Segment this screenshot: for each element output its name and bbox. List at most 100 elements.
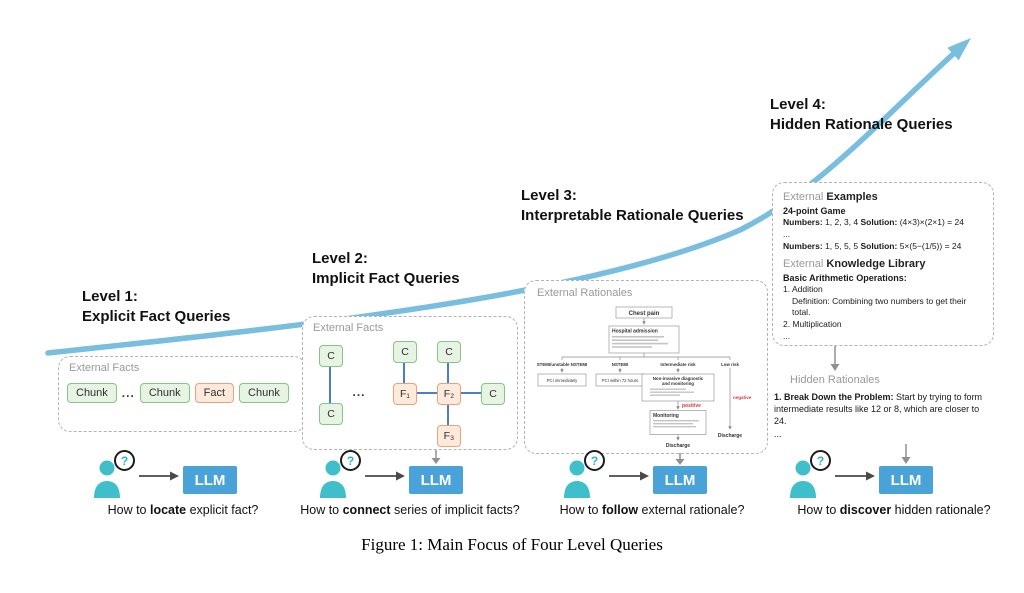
- chunk-node: C: [437, 341, 461, 363]
- flowchart-discharge: Discharge: [666, 443, 690, 449]
- arrow-down-icon: [830, 346, 840, 371]
- library-title: Basic Arithmetic Operations:: [783, 273, 907, 283]
- chunk-item: Chunk: [239, 383, 289, 403]
- fact-node: F₃: [437, 425, 461, 447]
- flowchart-branch: STEMI/unstable NSTEMI: [537, 362, 588, 367]
- level1-heading-line2: Explicit Fact Queries: [82, 308, 231, 325]
- external-facts-label: External Facts: [69, 362, 140, 374]
- fact-node: F₂: [437, 383, 461, 405]
- external-facts-box-level1: External Facts Chunk ... Chunk Fact Chun…: [58, 356, 306, 432]
- level4-heading: Level 4: Hidden Rationale Queries: [770, 95, 953, 135]
- person-icon: [320, 460, 346, 498]
- library-item: 1. Addition: [783, 284, 823, 294]
- flowchart-branch: Low risk: [721, 362, 739, 367]
- chunk-row: Chunk ... Chunk Fact Chunk: [67, 383, 289, 403]
- fact-item: Fact: [194, 383, 235, 403]
- graph-edge: [415, 392, 437, 394]
- arrow-right-icon: [609, 471, 649, 481]
- person-icon: [790, 460, 816, 498]
- fact-node: F₁: [393, 383, 417, 405]
- library-definition: Definition: Combining two numbers to get…: [792, 296, 967, 317]
- external-rationales-box: External Rationales Chest pain Hospital …: [524, 280, 768, 454]
- flowchart-noninvasive: Non-invasive diagnostic: [653, 376, 704, 381]
- examples-content: External Examples 24-point Game Numbers:…: [783, 191, 983, 342]
- level2-heading-line2: Implicit Fact Queries: [312, 270, 460, 287]
- graph-edge: [403, 361, 405, 383]
- graph-edge: [459, 392, 481, 394]
- person-icon: [94, 460, 120, 498]
- arrow-right-icon: [835, 471, 875, 481]
- user-level4: ?: [788, 450, 838, 498]
- level4-heading-line2: Hidden Rationale Queries: [770, 116, 953, 133]
- user-level2: ?: [318, 450, 368, 498]
- flowchart-branch: NSTEMI: [612, 362, 629, 367]
- level3-heading: Level 3: Interpretable Rationale Queries: [521, 186, 744, 226]
- ellipsis: ...: [121, 386, 135, 400]
- external-examples-header: External Examples: [783, 191, 878, 203]
- graph-edge: [447, 361, 449, 383]
- ellipsis: ...: [352, 385, 366, 399]
- question-mark-icon: ?: [114, 450, 135, 471]
- user-level3: ?: [562, 450, 612, 498]
- level4-heading-line1: Level 4:: [770, 96, 826, 113]
- level1-question: How to locate explicit fact?: [107, 503, 259, 517]
- library-item: 2. Multiplication: [783, 319, 842, 329]
- question-mark-icon: ?: [810, 450, 831, 471]
- fact-graph: C C ... C C F₁ F₂ C F₃: [309, 341, 511, 447]
- flowchart-admission: Hospital admission: [612, 329, 658, 335]
- flowchart-noninvasive: and monitoring: [662, 381, 694, 386]
- ellipsis: ...: [783, 331, 791, 341]
- chunk-node: C: [319, 345, 343, 367]
- level4-question: How to discover hidden rationale?: [797, 503, 991, 517]
- hidden-rationale-text: 1. Break Down the Problem: Start by tryi…: [774, 392, 983, 426]
- llm-box-level3: LLM: [653, 466, 707, 494]
- flowchart-negative-label: negative: [733, 395, 752, 400]
- flowchart-root: Chest pain: [629, 311, 660, 317]
- example-line: Numbers: 1, 2, 3, 4 Solution: (4×3)×(2×1…: [783, 217, 964, 227]
- arrow-right-icon: [365, 471, 405, 481]
- flowchart-branch: Intermediate risk: [660, 362, 696, 367]
- chunk-node: C: [481, 383, 505, 405]
- llm-box-level1: LLM: [183, 466, 237, 494]
- chunk-item: Chunk: [67, 383, 117, 403]
- level1-heading-line1: Level 1:: [82, 288, 138, 305]
- arrow-down-icon: [901, 444, 911, 464]
- chunk-node: C: [319, 403, 343, 425]
- external-rationales-label: External Rationales: [537, 287, 633, 299]
- level1-heading: Level 1: Explicit Fact Queries: [82, 287, 230, 327]
- rationale-flowchart: Chest pain Hospital admission STEMI/unst…: [537, 306, 752, 449]
- question-mark-icon: ?: [584, 450, 605, 471]
- level3-heading-line2: Interpretable Rationale Queries: [521, 207, 744, 224]
- person-icon: [564, 460, 590, 498]
- flowchart-pci1: PCI immediately: [547, 378, 578, 383]
- flowchart-monitoring: Monitoring: [653, 413, 679, 419]
- flowchart-positive-label: positive: [682, 403, 701, 409]
- graph-edge: [447, 403, 449, 425]
- flowchart-discharge: Discharge: [718, 433, 742, 439]
- arrow-down-icon: [675, 453, 685, 465]
- external-facts-box-level2: External Facts C C ... C C F₁ F₂ C F₃: [302, 316, 518, 450]
- external-facts-label: External Facts: [313, 322, 384, 334]
- ellipsis: ...: [774, 429, 782, 439]
- chunk-item: Chunk: [139, 383, 190, 403]
- flowchart-pci2: PCI within 72 hours: [602, 378, 638, 383]
- figure-caption: Figure 1: Main Focus of Four Level Queri…: [361, 535, 663, 554]
- ellipsis: ...: [783, 229, 791, 239]
- question-mark-icon: ?: [340, 450, 361, 471]
- game-title: 24-point Game: [783, 206, 846, 216]
- chunk-node: C: [393, 341, 417, 363]
- arrow-right-icon: [139, 471, 179, 481]
- llm-box-level4: LLM: [879, 466, 933, 494]
- level3-heading-line1: Level 3:: [521, 187, 577, 204]
- llm-box-level2: LLM: [409, 466, 463, 494]
- knowledge-library-header: External Knowledge Library: [783, 258, 926, 270]
- arrow-down-icon: [431, 450, 441, 464]
- external-examples-box: External Examples 24-point Game Numbers:…: [772, 182, 994, 346]
- level2-heading-line1: Level 2:: [312, 250, 368, 267]
- example-line: Numbers: 1, 5, 5, 5 Solution: 5×(5−(1/5)…: [783, 241, 962, 251]
- user-level1: ?: [92, 450, 142, 498]
- level3-question: How to follow external rationale?: [559, 503, 745, 517]
- level2-question: How to connect series of implicit facts?: [300, 503, 520, 517]
